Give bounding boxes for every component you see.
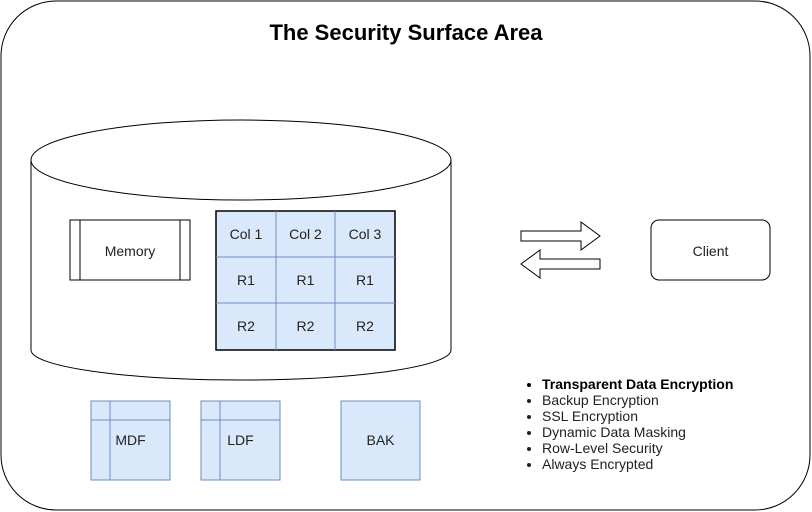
table-header-col-1: Col 1 — [229, 226, 263, 242]
mdf-label: MDF — [115, 432, 146, 448]
table-cell: R1 — [296, 272, 315, 288]
table-cell: R2 — [296, 318, 315, 334]
ldf-file — [200, 400, 281, 481]
table-header-col-3: Col 3 — [348, 226, 382, 242]
feature-item: Always Encrypted — [542, 456, 733, 472]
table-header-col-2: Col 2 — [289, 226, 322, 242]
data-table — [215, 210, 396, 351]
mdf-file — [90, 400, 171, 481]
arrows — [520, 221, 601, 279]
table-cell: R2 — [237, 318, 255, 334]
table-cell: R2 — [356, 318, 374, 334]
feature-item: Row-Level Security — [542, 440, 733, 456]
ldf-label: LDF — [227, 432, 254, 448]
cylinder-top — [30, 119, 452, 201]
security-feature-list: Transparent Data Encryption Backup Encry… — [524, 376, 733, 472]
bak-label: BAK — [366, 432, 395, 448]
bak-file — [340, 400, 421, 481]
memory-box — [69, 219, 191, 281]
table-cell: R1 — [237, 272, 255, 288]
client-box — [650, 219, 771, 281]
feature-item: Dynamic Data Masking — [542, 424, 733, 440]
feature-item: Backup Encryption — [542, 392, 733, 408]
right-arrow — [520, 221, 601, 251]
table-cell: R1 — [356, 272, 374, 288]
left-arrow — [520, 249, 601, 279]
feature-item: SSL Encryption — [542, 408, 733, 424]
diagram-title: The Security Surface Area — [269, 20, 543, 45]
feature-item: Transparent Data Encryption — [542, 376, 733, 392]
client-label: Client — [692, 243, 729, 259]
memory-label: Memory — [104, 243, 156, 259]
